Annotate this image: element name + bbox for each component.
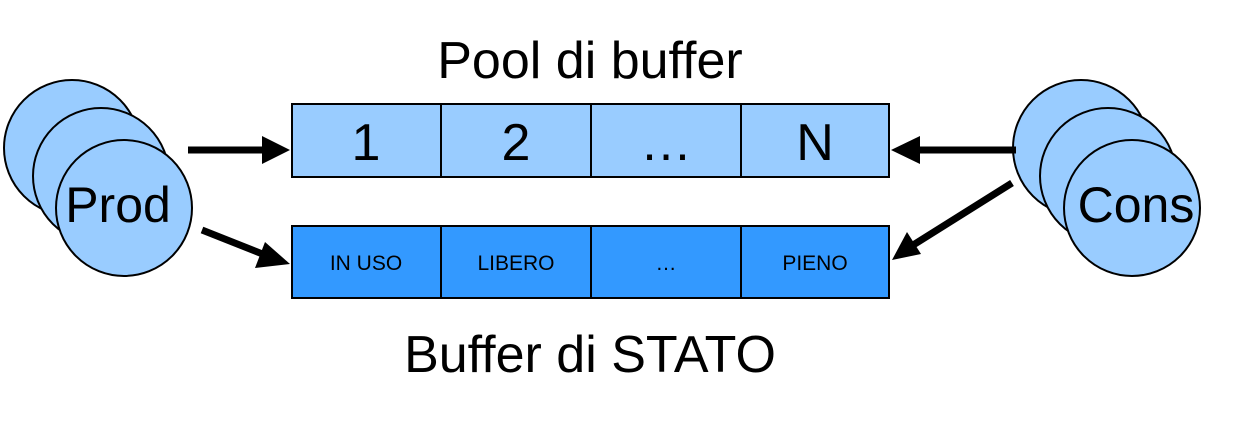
status-cell-label: LIBERO: [477, 252, 554, 275]
arrow-consumer-to-status: [892, 180, 1014, 260]
pool-cell-label: 1: [352, 114, 381, 172]
arrow-producer-to-pool: [188, 136, 290, 164]
pool-cell-4: [740, 103, 890, 178]
consumer-circle-front: [1063, 139, 1201, 277]
pool-buffer-row: 1 2 … N: [291, 103, 890, 178]
status-cell-label: …: [656, 252, 677, 275]
status-title: Buffer di STATO: [404, 326, 776, 384]
status-cell-2: [440, 225, 592, 299]
pool-title: Pool di buffer: [437, 32, 742, 90]
status-cell-4: [740, 225, 890, 299]
status-cell-label: PIENO: [782, 252, 847, 275]
status-buffer-row: IN USO LIBERO … PIENO: [291, 225, 890, 299]
arrow-consumer-to-pool: [891, 136, 1016, 164]
producer-stack: Prod: [3, 79, 193, 277]
pool-cell-label: …: [640, 114, 692, 172]
status-cell-label: IN USO: [330, 252, 402, 275]
pool-cell-2: [440, 103, 592, 178]
pool-cell-label: 2: [502, 114, 531, 172]
consumer-stack: Cons: [1012, 79, 1201, 277]
producer-label: Prod: [65, 177, 171, 233]
consumer-label: Cons: [1078, 177, 1195, 233]
pool-cell-label: N: [796, 114, 834, 172]
producer-circle-front: [55, 139, 193, 277]
arrow-producer-to-status: [200, 226, 290, 268]
